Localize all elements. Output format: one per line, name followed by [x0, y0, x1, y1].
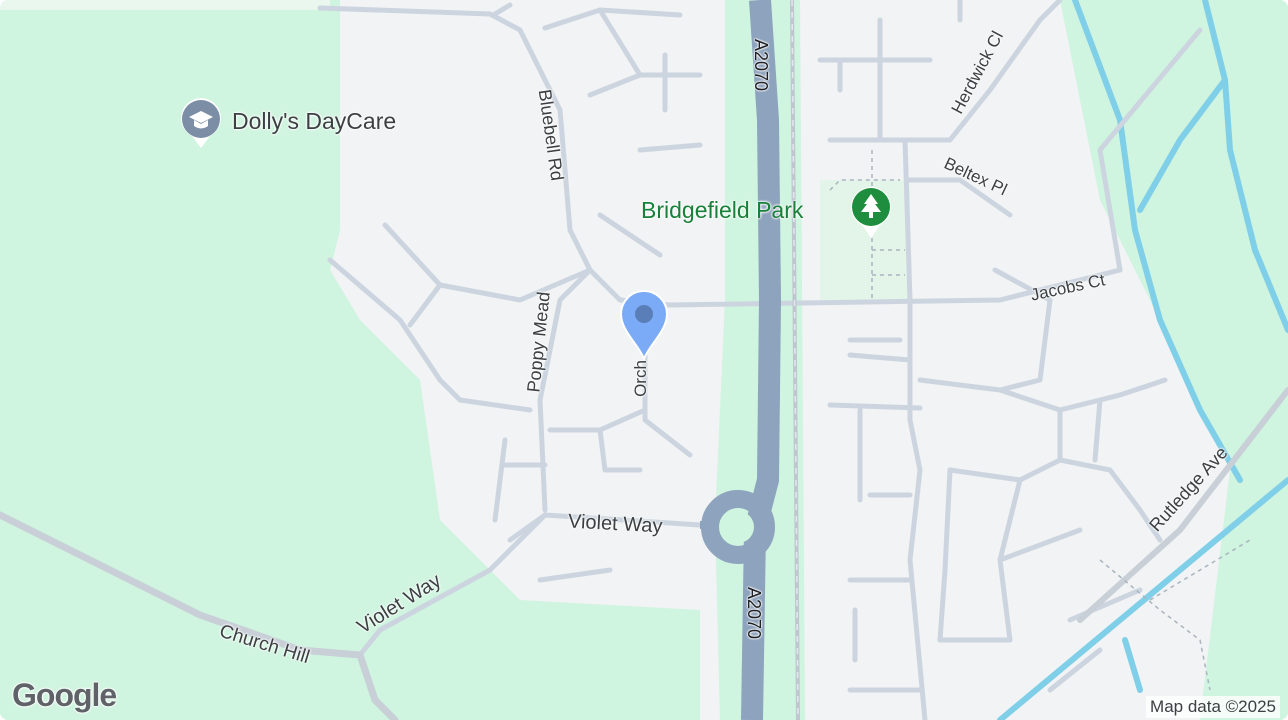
poi-label-dollys-daycare[interactable]: Dolly's DayCare	[232, 108, 397, 134]
road-label-a2070-top: A2070	[751, 38, 772, 92]
road-label-violet-way: Violet Way	[567, 510, 663, 538]
park-tree-icon[interactable]	[848, 184, 894, 245]
location-pin-icon[interactable]	[617, 287, 671, 366]
road-label-a2070-bottom: A2070	[744, 586, 765, 640]
poi-label-bridgefield-park[interactable]: Bridgefield Park	[641, 197, 804, 223]
google-logo: Google	[12, 677, 117, 713]
school-icon[interactable]	[178, 96, 224, 155]
map-attribution[interactable]: Map data ©2025	[1146, 696, 1280, 718]
